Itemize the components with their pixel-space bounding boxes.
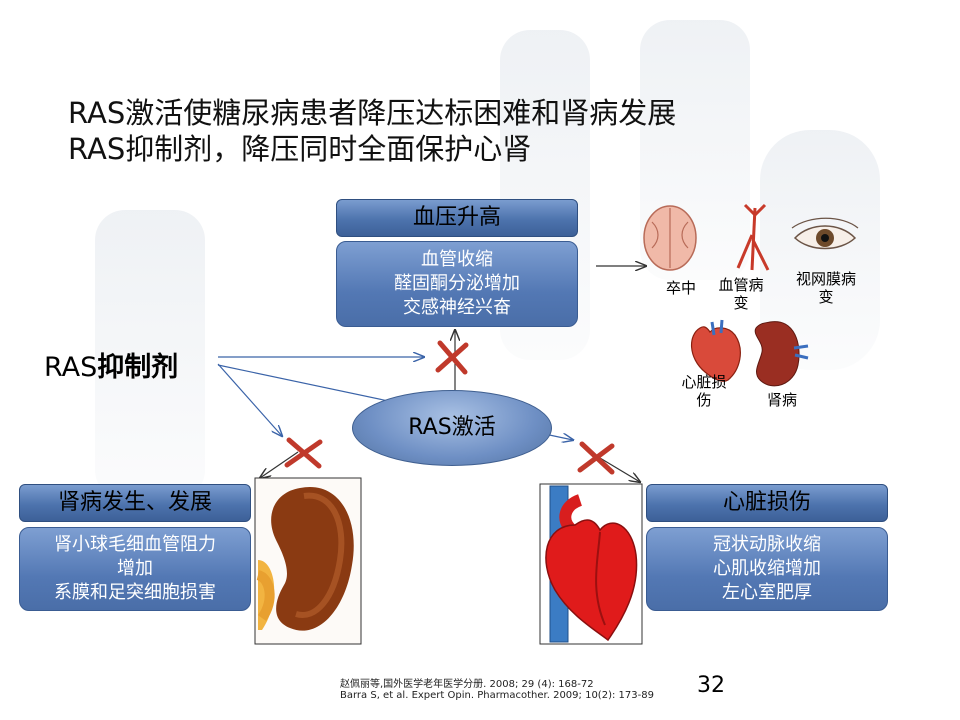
organ-label-stroke: 卒中 xyxy=(656,279,706,297)
heart-damage-details: 冠状动脉收缩 心肌收缩增加 左心室肥厚 xyxy=(646,527,888,611)
kidney-detail-line: 增加 xyxy=(117,558,153,579)
organ-label-retina: 视网膜病 变 xyxy=(784,270,868,306)
vascular-label-line: 变 xyxy=(733,294,749,312)
vascular-label-line: 血管病 xyxy=(718,276,764,294)
heart-damage-header: 心脏损伤 xyxy=(646,484,888,522)
kidney-disease-header-text: 肾病发生、发展 xyxy=(57,490,212,515)
ras-activation-node: RAS激活 xyxy=(352,390,552,466)
block-cross-heart xyxy=(577,441,615,475)
ras-inhibitor-label: RAS抑制剂 xyxy=(44,345,178,384)
bp-rise-header: 血压升高 xyxy=(336,199,578,237)
block-cross-kidney xyxy=(284,437,323,469)
heart-detail-line: 左心室肥厚 xyxy=(722,582,812,603)
small-kidney-icon xyxy=(754,321,809,387)
eye-icon xyxy=(791,217,859,250)
heart-label-line: 心脏损 xyxy=(681,373,727,391)
kidney-detail-line: 肾小球毛细血管阻力 xyxy=(54,534,216,555)
organ-label-heart: 心脏损 伤 xyxy=(672,373,736,409)
brain-icon xyxy=(643,205,697,271)
arrow-ras-to-kidney xyxy=(260,451,299,478)
nephropathy-label-text: 肾病 xyxy=(766,391,797,409)
block-cross-top xyxy=(435,340,469,375)
slide-title-line-1: RAS激活使糖尿病患者降压达标困难和肾病发展 xyxy=(68,96,677,130)
bp-detail-line: 交感神经兴奋 xyxy=(403,297,511,318)
page-number: 32 xyxy=(697,673,725,698)
ras-activation-text: RAS激活 xyxy=(408,415,496,440)
kidney-disease-details: 肾小球毛细血管阻力 增加 系膜和足突细胞损害 xyxy=(19,527,251,611)
ras-inhibitor-bold: 抑制剂 xyxy=(97,352,179,383)
artery-icon xyxy=(736,203,770,271)
stroke-label-text: 卒中 xyxy=(665,279,696,297)
retina-label-line: 视网膜病 xyxy=(795,270,856,288)
bp-rise-header-text: 血压升高 xyxy=(412,205,501,230)
background-vial-3 xyxy=(95,210,205,500)
arrow-inhibitor-to-kidney xyxy=(217,363,282,436)
bp-detail-line: 血管收缩 xyxy=(421,249,493,270)
kidney-detail-line: 系膜和足突细胞损害 xyxy=(54,582,216,603)
arrow-ras-to-heart xyxy=(599,457,640,482)
kidney-disease-header: 肾病发生、发展 xyxy=(19,484,251,522)
heart-label-line: 伤 xyxy=(696,391,712,409)
heart-detail-line: 心肌收缩增加 xyxy=(713,558,821,579)
organ-label-vascular: 血管病 变 xyxy=(708,276,774,312)
ras-inhibitor-prefix: RAS xyxy=(44,352,98,383)
heart-detail-line: 冠状动脉收缩 xyxy=(713,534,821,555)
bp-rise-details: 血管收缩 醛固酮分泌增加 交感神经兴奋 xyxy=(336,241,578,327)
organ-label-nephropathy: 肾病 xyxy=(754,391,810,409)
slide-title-line-2: RAS抑制剂，降压同时全面保护心肾 xyxy=(68,132,532,166)
heart-damage-header-text: 心脏损伤 xyxy=(722,490,811,515)
bp-detail-line: 醛固酮分泌增加 xyxy=(394,273,520,294)
reference-2: Barra S, et al. Expert Opin. Pharmacothe… xyxy=(340,690,654,701)
reference-1: 赵佩丽等,国外医学老年医学分册. 2008; 29 (4): 168-72 xyxy=(340,679,594,690)
small-heart-icon xyxy=(691,319,741,382)
retina-label-line: 变 xyxy=(818,288,834,306)
